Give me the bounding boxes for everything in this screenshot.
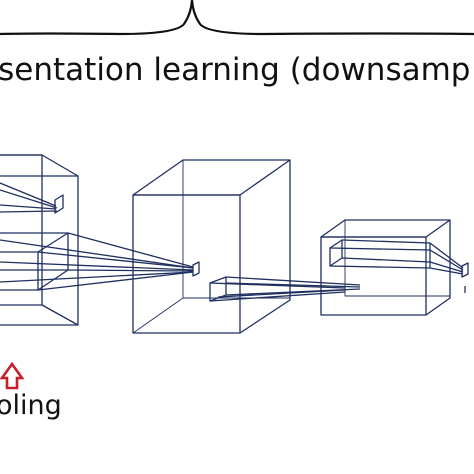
section-heading-text: resentation learning (downsamp	[0, 52, 471, 88]
curly-brace-icon	[0, 0, 474, 36]
receptive-field-prism-3	[329, 239, 464, 275]
receptive-field-prism-1	[0, 232, 69, 291]
feature-map-box-2	[132, 159, 291, 334]
pooling-label: oling	[0, 390, 62, 421]
feature-map-box-1	[0, 154, 79, 326]
up-arrow-icon	[0, 361, 25, 390]
projection-lines-2	[0, 232, 194, 291]
kernel-patch-2	[192, 261, 200, 277]
kernel-patch-1	[54, 194, 64, 214]
projection-lines-1	[0, 182, 58, 213]
section-heading: resentation learning (downsamp	[0, 52, 474, 92]
feature-map-box-3	[320, 219, 451, 316]
receptive-field-prism-2	[209, 276, 361, 302]
kernel-patch-3	[461, 262, 469, 278]
